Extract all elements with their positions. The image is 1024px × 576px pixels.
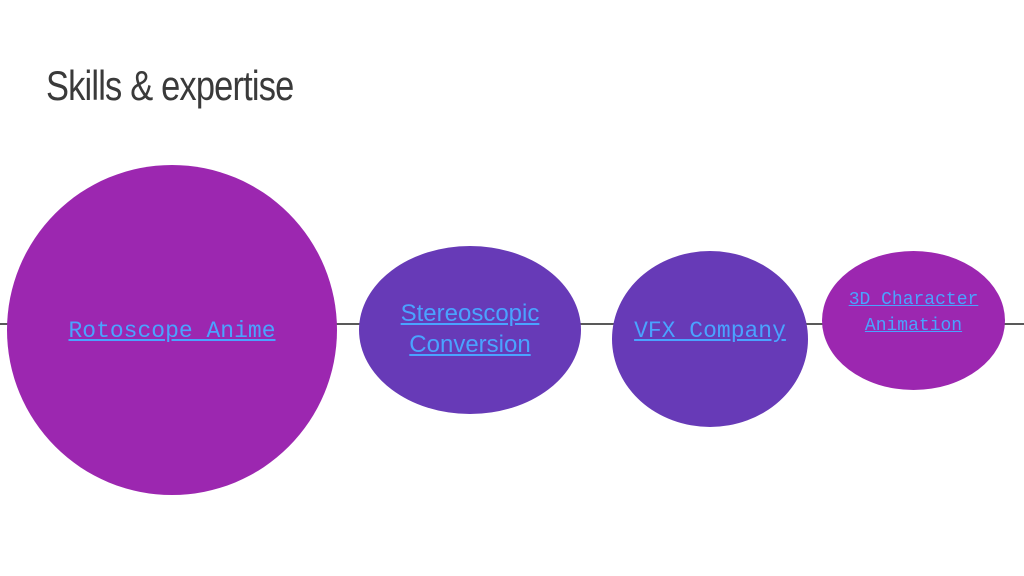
skill-bubble-stereoscopic-conversion: Stereoscopic Conversion xyxy=(359,246,581,414)
skill-link-rotoscope-anime[interactable]: Rotoscope Anime xyxy=(68,318,276,344)
skill-link-line-2: Conversion xyxy=(409,330,531,358)
skill-link-stereoscopic-conversion[interactable]: Stereoscopic Conversion xyxy=(401,298,540,360)
skill-link-line-1: Stereoscopic xyxy=(400,299,540,327)
skill-link-3d-character-animation[interactable]: 3D Character Animation xyxy=(849,287,979,339)
skill-link-line-2: Animation xyxy=(864,315,963,336)
slide-title: Skills & expertise xyxy=(46,62,294,109)
skill-link-line-1: 3D Character xyxy=(848,289,979,310)
skill-bubble-3d-character-animation: 3D Character Animation xyxy=(822,251,1005,390)
skill-bubble-vfx-company: VFX Company xyxy=(612,251,808,427)
skill-link-vfx-company[interactable]: VFX Company xyxy=(634,318,786,344)
skill-bubble-rotoscope-anime: Rotoscope Anime xyxy=(7,165,337,495)
